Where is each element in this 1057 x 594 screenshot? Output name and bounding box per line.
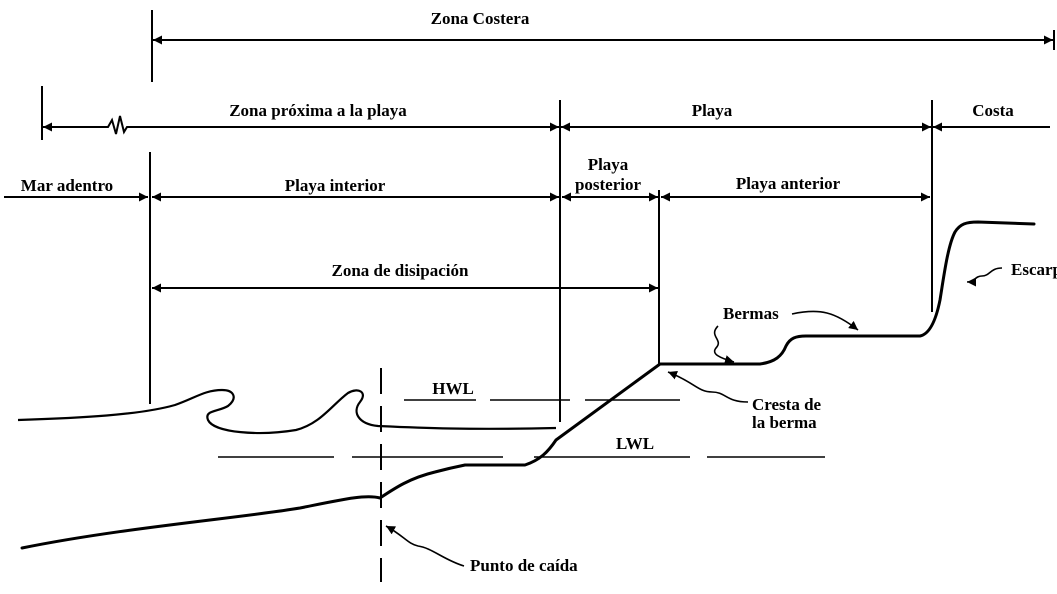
lwl-label: LWL [616, 434, 654, 453]
punto-caida-callout: Punto de caída [385, 525, 578, 575]
zona-costera-dimension: Zona Costera [151, 9, 1055, 82]
playa-posterior-label-line2: posterior [575, 175, 642, 194]
playa-anterior-dimension: Playa anterior [661, 174, 930, 202]
playa-posterior-label-line1: Playa [588, 155, 629, 174]
bermas-label: Bermas [723, 304, 779, 323]
playa-label: Playa [692, 101, 733, 120]
bermas-callout: Bermas [713, 304, 859, 364]
playa-dimension: Playa [561, 101, 931, 132]
beach-profile-line [20, 220, 1036, 550]
hwl-label: HWL [432, 379, 474, 398]
punto-caida-label: Punto de caída [470, 556, 578, 575]
lwl-line: LWL [218, 434, 825, 458]
escarpe-label: Escarpe [1011, 260, 1057, 279]
cresta-berma-callout: Cresta de la berma [667, 371, 822, 432]
playa-posterior-dimension: Playa posterior [562, 155, 658, 202]
water-surface-waves [17, 388, 557, 435]
zona-disipacion-label: Zona de disipación [332, 261, 470, 280]
zona-proxima-label: Zona próxima a la playa [229, 101, 407, 120]
zona-costera-label: Zona Costera [431, 9, 530, 28]
playa-interior-dimension: Playa interior [152, 176, 559, 202]
hwl-line: HWL [404, 379, 680, 401]
playa-anterior-label: Playa anterior [736, 174, 841, 193]
cresta-label-line1: Cresta de [752, 395, 822, 414]
mar-adentro-label: Mar adentro [21, 176, 113, 195]
zona-proxima-dimension: Zona próxima a la playa [41, 86, 559, 140]
escarpe-callout: Escarpe [966, 260, 1057, 287]
zona-proxima-break-symbol [100, 115, 131, 135]
playa-interior-label: Playa interior [285, 176, 386, 195]
mar-adentro-dimension: Mar adentro [4, 176, 148, 202]
zona-disipacion-dimension: Zona de disipación [152, 261, 658, 293]
costa-dimension: Costa [933, 101, 1050, 132]
cresta-label-line2: la berma [752, 413, 817, 432]
costa-label: Costa [972, 101, 1014, 120]
